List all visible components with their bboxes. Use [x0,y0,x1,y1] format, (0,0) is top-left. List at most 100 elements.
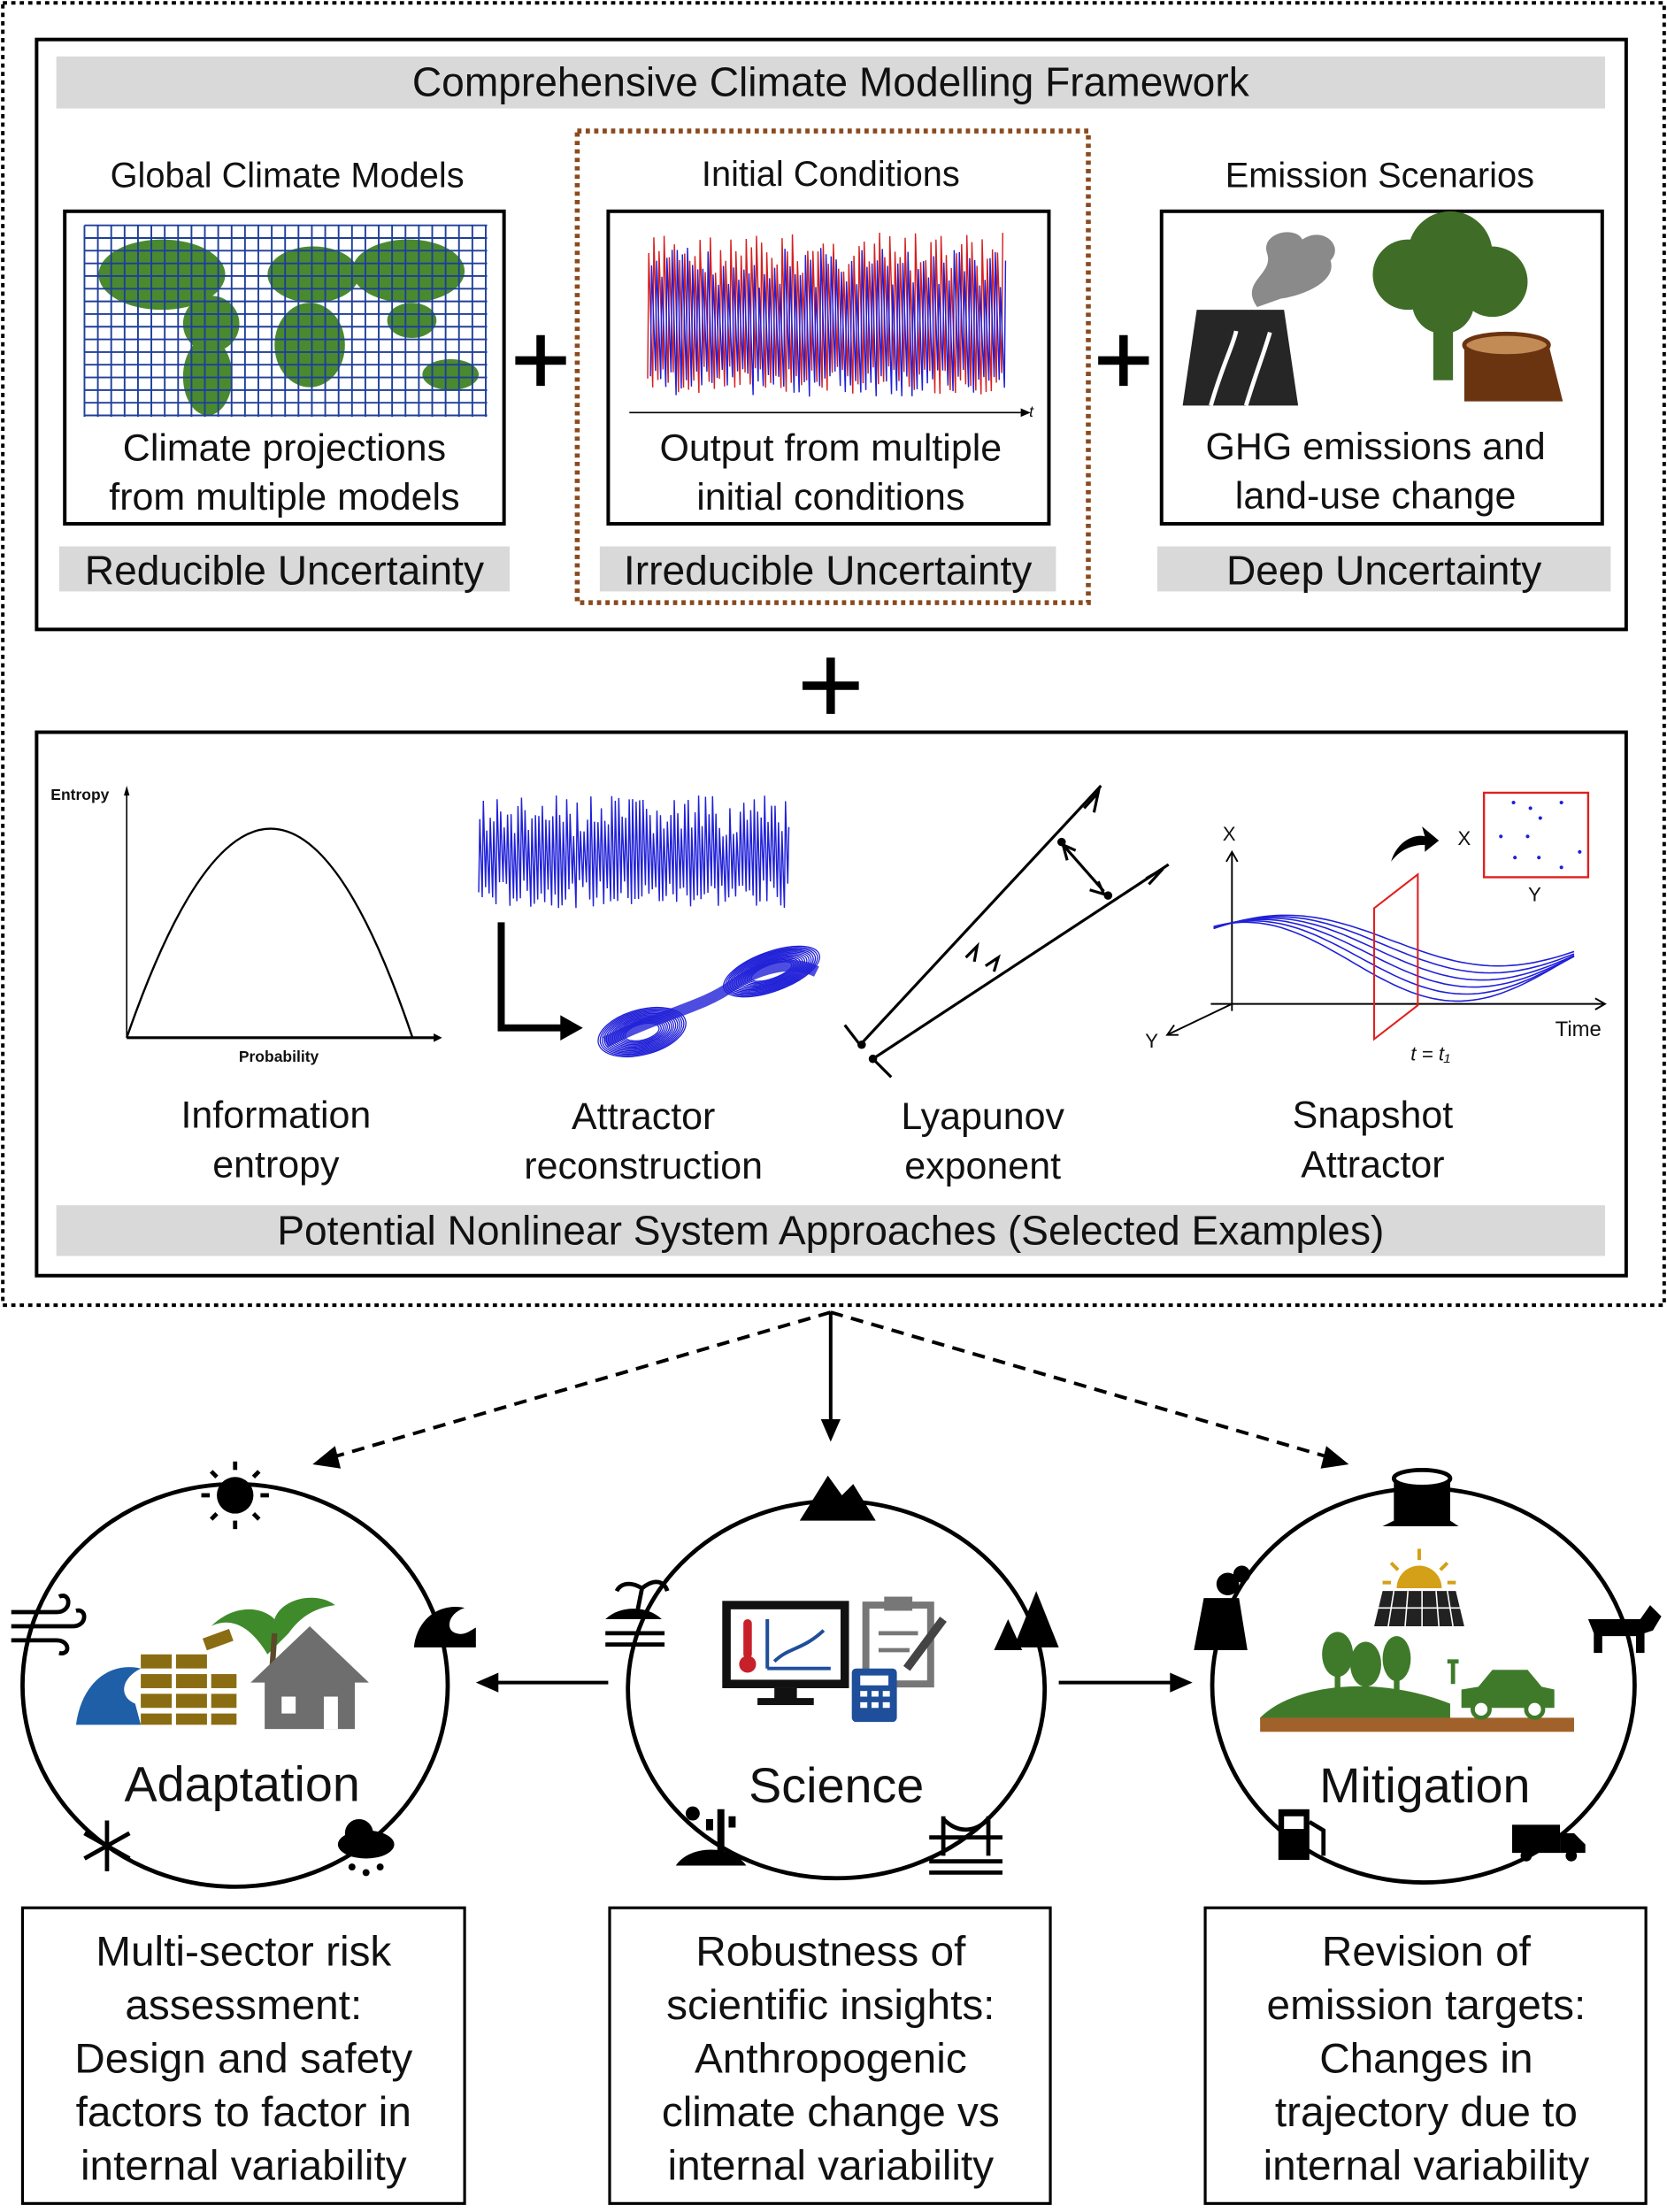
trajectory [1213,917,1575,981]
framework-title-bar [56,56,1605,109]
snapshot-point [1537,856,1541,860]
snapshot-points [1499,801,1582,870]
outcome-text-line: climate change vs [662,2089,1000,2136]
time-axis-arrow-icon [1020,408,1031,418]
column-heading-emission: Emission Scenarios [1225,157,1534,196]
trajectory [1213,918,1575,988]
bridge-icon [929,1816,1003,1875]
snapshot-point [1511,801,1516,805]
reconstruction-arrowhead-icon [560,1015,583,1041]
time-marker-label: t = t₁ [1410,1042,1450,1064]
arrowhead-icon [312,1446,342,1469]
factory-icon [1194,1565,1250,1651]
rain-cloud-icon [337,1818,395,1877]
continent-shape [98,239,226,311]
outcome-text-line: Anthropogenic [695,2035,967,2082]
attractor-loop [597,1006,687,1057]
snapshot-axis-x: X [1223,823,1236,845]
emission-caption-line1: GHG emissions and [1205,426,1545,468]
snapshot-axis-y: Y [1145,1030,1158,1052]
outcome-text-line: Robustness of [695,1928,966,1975]
irreducible-bar [599,546,1056,592]
lyapunov-diagram [843,784,1170,1079]
continent-shape [351,239,465,303]
snapshot-point [1528,806,1533,810]
outcome-text-line: internal variability [667,2142,994,2189]
island-palm-icon [605,1579,670,1647]
desert-cactus-icon [675,1806,747,1866]
truck-icon [1511,1824,1586,1862]
solar-panel-icon [1374,1548,1464,1627]
irreducible-highlight-frame [574,128,1091,605]
science-cycle [626,1498,1048,1881]
approach-label-snapshot-1: Snapshot [1293,1094,1454,1137]
mitigation-box [1203,1906,1648,2205]
approach-label-attractor-2: reconstruction [524,1145,763,1187]
trajectory [1213,921,1575,1002]
snowflake-icon [83,1820,131,1871]
arrowhead-icon [1320,1446,1349,1469]
lyapunov-point [857,1041,866,1049]
entropy-curve [126,827,414,1039]
gcm-caption-line1: Climate projections [123,426,446,469]
attractor-loop [599,1008,685,1056]
trajectory [1213,914,1575,967]
outcome-text-line: Design and safety [74,2035,412,2082]
column-heading-initial: Initial Conditions [702,155,960,194]
science-computer-illustration [722,1596,947,1723]
plus-icon [1098,334,1149,387]
tree-and-stump-icon [1372,211,1563,402]
deep-bar [1156,546,1611,592]
outcome-text-line: emission targets: [1267,1982,1586,2029]
arrowhead-icon [1170,1672,1193,1693]
snapshot-point [1499,834,1503,839]
approach-label-attractor-1: Attractor [572,1095,715,1138]
wave-icon [413,1607,476,1647]
chaotic-series [478,795,790,909]
snapshot-axis-time: Time [1556,1018,1602,1041]
mountain-icon [799,1475,876,1521]
snapshot-point [1578,849,1582,854]
continent-shape [422,358,480,390]
snapshot-inset [1482,791,1590,879]
adaptation-box [20,1906,466,2205]
reconstruction-arrow-icon [497,922,564,1032]
trajectory [1213,916,1575,974]
curved-arrow-icon [1391,826,1440,862]
snapshot-point [1513,856,1517,860]
science-box [608,1906,1052,2205]
approach-label-entropy-1: Information [181,1094,371,1137]
outer-dotted-frame [1,1,1666,1308]
lyapunov-point [868,1054,878,1064]
world-map-grid-icon [83,224,488,418]
continent-shape [387,303,437,338]
emission-caption-line2: land-use change [1235,475,1517,518]
arrowhead-icon [475,1672,499,1693]
coastal-adaptation-illustration [75,1597,369,1730]
outcome-text-line: Changes in [1319,2035,1533,2082]
probability-axis-label: Probability [239,1048,319,1065]
inset-axis-y: Y [1528,883,1541,905]
outcome-text-line: assessment: [125,1982,362,2029]
approach-label-lyapunov-2: exponent [904,1145,1061,1187]
framework-title: Comprehensive Climate Modelling Framewor… [412,58,1250,104]
gcm-caption-line2: from multiple models [109,476,459,518]
connector-arrows [331,1310,1330,1685]
snapshot-axes [1165,849,1607,1036]
entropy-axis-label: Entropy [50,786,109,803]
plus-icon [515,334,566,387]
irreducible-uncertainty-label: Irreducible Uncertainty [624,547,1032,593]
inset-axis-x: X [1457,827,1471,849]
trajectory [1213,919,1575,995]
outcome-text-line: internal variability [81,2142,407,2189]
wind-icon [11,1594,87,1655]
outcome-text-line: Revision of [1322,1928,1532,1975]
attractor-loop [601,1009,683,1056]
green-landscape-ev-illustration [1260,1632,1574,1732]
cow-icon [1587,1605,1662,1654]
power-plant-icon [1182,232,1335,407]
snapshot-point [1525,834,1530,839]
outcome-text-line: trajectory due to [1275,2089,1578,2136]
